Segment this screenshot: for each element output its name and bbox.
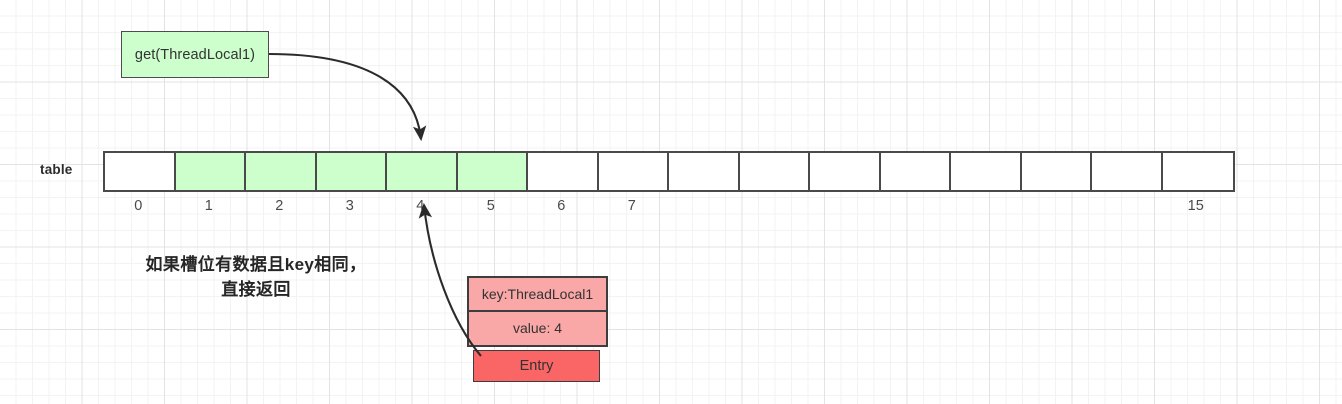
table-cell-11[interactable]	[880, 153, 951, 190]
table-cell-14[interactable]	[1092, 153, 1163, 190]
table-cell-3[interactable]	[316, 153, 387, 190]
entry-type-label: Entry	[519, 358, 554, 374]
table-cell-12[interactable]	[951, 153, 1022, 190]
entry-key-label: key:ThreadLocal1	[481, 285, 594, 302]
annotation-line-1: 如果槽位有数据且key相同，	[145, 255, 367, 274]
entry-value-label: value: 4	[512, 320, 563, 337]
entry-key-value-box[interactable]: key:ThreadLocal1 value: 4	[467, 276, 608, 347]
get-call-label: get(ThreadLocal1)	[134, 46, 256, 63]
get-threadlocal-call-box[interactable]: get(ThreadLocal1)	[121, 31, 269, 78]
table-cell-15[interactable]	[1162, 153, 1233, 190]
table-cell-13[interactable]	[1021, 153, 1092, 190]
annotation-line-2: 直接返回	[221, 280, 291, 299]
annotation-text: 如果槽位有数据且key相同， 直接返回	[108, 252, 404, 302]
table-cell-4[interactable]	[387, 153, 458, 190]
index-label-1: 1	[204, 198, 213, 214]
table-cell-0[interactable]	[105, 153, 176, 190]
index-label-6: 6	[557, 198, 566, 214]
table-label: table	[40, 162, 73, 177]
table-cell-9[interactable]	[739, 153, 810, 190]
index-label-4: 4	[416, 198, 425, 214]
entry-value-row: value: 4	[469, 312, 606, 346]
entry-key-row: key:ThreadLocal1	[469, 278, 606, 312]
entry-type-tag[interactable]: Entry	[473, 350, 600, 382]
index-label-7: 7	[627, 198, 636, 214]
index-label-15: 15	[1187, 198, 1204, 214]
table-cell-2[interactable]	[246, 153, 317, 190]
index-label-5: 5	[486, 198, 495, 214]
index-label-0: 0	[134, 198, 143, 214]
index-label-2: 2	[275, 198, 284, 214]
table-cell-5[interactable]	[457, 153, 528, 190]
table-index-labels: 0 1 2 3 4 5 6 7 15	[103, 195, 1231, 217]
table-cell-7[interactable]	[598, 153, 669, 190]
table-cell-8[interactable]	[669, 153, 740, 190]
table-cell-1[interactable]	[175, 153, 246, 190]
table-cell-6[interactable]	[528, 153, 599, 190]
table-cell-10[interactable]	[810, 153, 881, 190]
index-label-3: 3	[345, 198, 354, 214]
table-array	[103, 151, 1235, 192]
arrow-get-call-to-slot4	[268, 52, 427, 142]
